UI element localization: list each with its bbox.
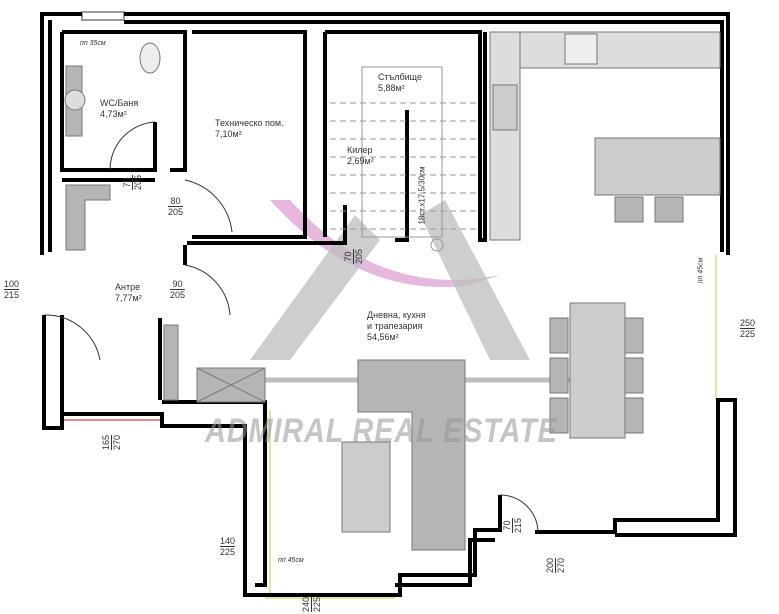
bar-stool [654,196,684,223]
bar-stool [614,196,644,223]
sofa [357,359,466,551]
sill-note-bottom: пп 45см [278,557,304,564]
staircase [330,66,480,252]
windows [62,11,717,599]
watermark-text: ADMIRAL REAL ESTATE [205,412,558,450]
dining-table [569,302,626,439]
kitchen-sink [492,84,518,131]
walls [40,12,737,597]
sink-icon [64,89,86,111]
stove-icon [564,33,598,65]
toilet-icon [139,42,161,74]
watermark-logo [200,200,580,383]
kitchen-counter-top [519,31,721,69]
sill-note-wc: пп 35см [80,40,106,47]
coffee-table [341,441,391,533]
cabinet [65,184,111,251]
shoe-cabinet [163,324,179,401]
kitchen-island [594,137,721,196]
door-swings [43,121,539,533]
stairs-spec: 18ст.х17,5/30см [417,166,427,225]
furniture [64,31,721,551]
room-label-technical: Техническо пом.7,10м² [215,118,284,139]
kitchen-counter [489,31,521,241]
sill-note-right: пп 45см [697,257,705,284]
